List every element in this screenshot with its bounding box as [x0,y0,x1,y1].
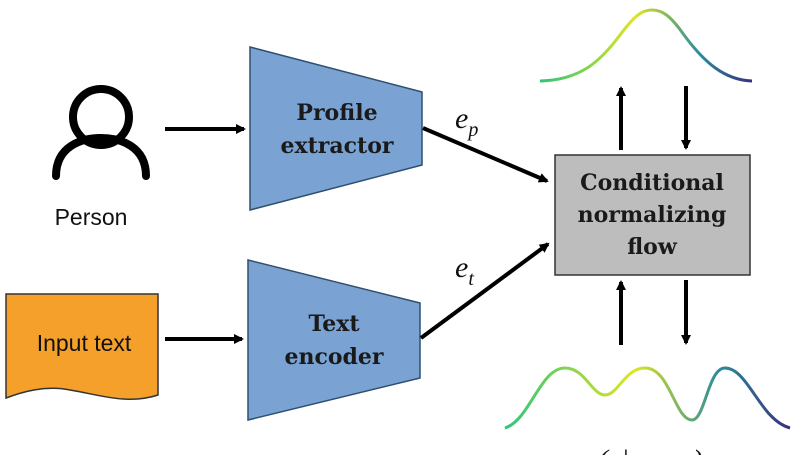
text-encoder-line2: encoder [284,344,383,370]
profile-extractor-line2: extractor [281,133,394,159]
text-encoder-line1: Text [308,311,360,337]
person-icon [52,85,150,180]
arrow-et [419,242,550,340]
flow-line2: normalizing [578,202,727,228]
et-label: et [455,251,474,290]
profile-extractor-line1: Profile [296,100,377,126]
profile-extractor-block [249,46,423,211]
input-text-label: Input text [37,330,132,356]
flow-line1: Conditional [580,170,724,196]
normalizing-flow-box [554,154,751,276]
text-encoder-block [247,259,421,421]
ep-label: ep [455,102,478,141]
flow-line3: flow [627,234,678,260]
bottom-distribution-curve [504,366,791,430]
person-label: Person [55,204,128,230]
bottom-formula-partial: p₀ (y|eₚ, eₜ) [563,444,703,455]
arrow-ep [422,126,549,183]
input-text-document [5,293,159,401]
top-distribution-curve [539,8,753,83]
